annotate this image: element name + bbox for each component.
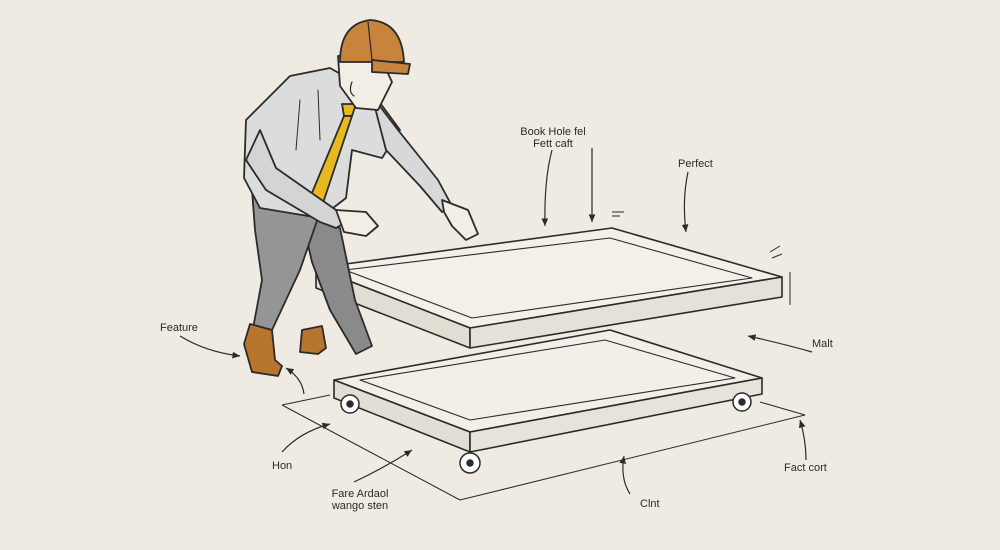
arrow-hon xyxy=(281,422,331,453)
arrow-malt xyxy=(747,334,813,353)
arrow-perfect xyxy=(681,171,689,233)
arrow-bottom xyxy=(353,449,413,483)
upper-tray xyxy=(315,227,791,349)
label-malt: Malt xyxy=(812,338,833,350)
arrow-clnt xyxy=(619,455,631,495)
floor-outline xyxy=(281,394,806,501)
arrow-hon-up xyxy=(285,367,305,395)
label-perfect: Perfect xyxy=(678,158,713,170)
label-hon: Hon xyxy=(272,460,293,472)
worker-figure xyxy=(243,19,479,377)
label-bottom-line1: Fare Ardaol xyxy=(331,488,389,500)
label-top-line2: Fett caft xyxy=(533,138,573,150)
arrow-feature xyxy=(179,335,241,359)
label-fact-cort: Fact cort xyxy=(784,462,827,474)
label-top-line1: Book Hole fel xyxy=(520,126,586,138)
annotation-arrows xyxy=(179,148,813,495)
label-feature: Feature xyxy=(160,322,198,334)
arrow-top-left xyxy=(541,149,553,227)
base-frame xyxy=(333,329,763,453)
label-clnt: Clnt xyxy=(640,498,660,510)
label-bottom-line2: wango sten xyxy=(331,500,389,512)
caster-wheel xyxy=(340,392,752,474)
arrow-fact-cort xyxy=(798,419,807,461)
